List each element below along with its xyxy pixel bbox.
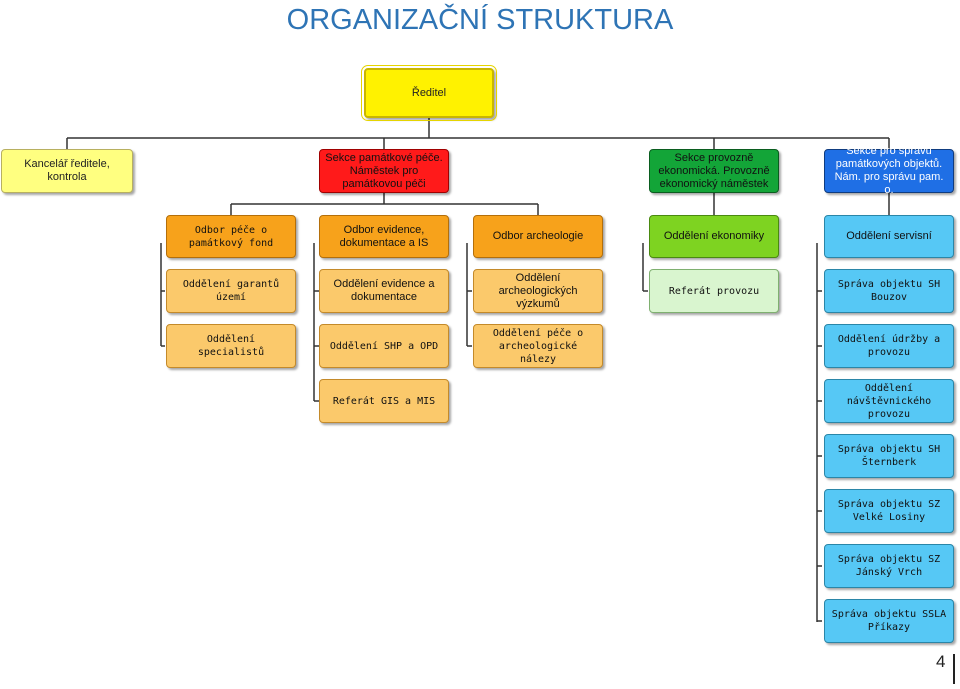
oddeleni-servisni-box: Oddělení servisní [824,215,954,258]
oddeleni-ekonomiky-box: Oddělení ekonomiky [649,215,779,258]
referat-gis-mis-box: Referát GIS a MIS [319,379,449,423]
oddeleni-garantu-label: Oddělení garantů území [182,279,280,303]
sprava-prikazy-box: Správa objektu SSLA Příkazy [824,599,954,643]
oddeleni-pece-nalezy-box: Oddělení péče o archeologické nálezy [473,324,603,368]
referat-provozu-box: Referát provozu [649,269,779,313]
referat-gis-mis-label: Referát GIS a MIS [332,395,436,407]
sekce-ekonomicka-box: Sekce provozně ekonomická. Provozně ekon… [649,149,779,193]
sprava-velke-losiny-box: Správa objektu SZ Velké Losiny [824,489,954,533]
director-label: Ředitel [411,86,447,99]
oddeleni-specialistu-label: Oddělení specialistů [197,334,265,358]
odbor-pece-label: Odbor péče o památkový fond [188,224,274,249]
oddeleni-arch-vyzkumu-label: Oddělení archeologických výzkumů [498,271,578,310]
director-box: Ředitel [361,65,497,121]
page-title: ORGANIZAČNÍ STRUKTURA [286,4,674,36]
odbor-archeologie-box: Odbor archeologie [473,215,603,258]
sprava-bouzov-box: Správa objektu SH Bouzov [824,269,954,313]
page-number-bar [953,654,955,684]
sekce-sprava-label: Sekce pro správu památkových objektů. Ná… [834,145,944,196]
oddeleni-evidence-dok-label: Oddělení evidence a dokumentace [333,278,435,303]
oddeleni-ekonomiky-label: Oddělení ekonomiky [663,230,765,242]
oddeleni-pece-nalezy-label: Oddělení péče o archeologické nálezy [492,327,584,365]
oddeleni-specialistu-box: Oddělení specialistů [166,324,296,368]
sprava-sternberk-label: Správa objektu SH Šternberk [837,444,941,468]
oddeleni-shp-opd-box: Oddělení SHP a OPD [319,324,449,368]
odbor-evidence-box: Odbor evidence, dokumentace a IS [319,215,449,258]
odbor-evidence-label: Odbor evidence, dokumentace a IS [339,223,429,249]
sekce-sprava-box: Sekce pro správu památkových objektů. Ná… [824,145,954,196]
referat-provozu-label: Referát provozu [668,285,760,297]
sprava-jansky-vrch-box: Správa objektu SZ Jánský Vrch [824,544,954,588]
sprava-jansky-vrch-label: Správa objektu SZ Jánský Vrch [837,554,941,578]
oddeleni-udrzby-label: Oddělení údržby a provozu [837,334,941,358]
oddeleni-servisni-label: Oddělení servisní [846,230,932,242]
oddeleni-navstevnickeho-label: Oddělení návštěvnického provozu [846,382,932,420]
kancelar-box: Kancelář ředitele, kontrola [1,149,133,193]
kancelar-label: Kancelář ředitele, kontrola [24,158,110,183]
oddeleni-evidence-dok-box: Oddělení evidence a dokumentace [319,269,449,313]
sprava-prikazy-label: Správa objektu SSLA Příkazy [831,609,947,633]
sekce-ekonomicka-label: Sekce provozně ekonomická. Provozně ekon… [658,151,770,190]
oddeleni-navstevnickeho-box: Oddělení návštěvnického provozu [824,379,954,423]
oddeleni-udrzby-box: Oddělení údržby a provozu [824,324,954,368]
oddeleni-arch-vyzkumu-box: Oddělení archeologických výzkumů [473,269,603,313]
sprava-velke-losiny-label: Správa objektu SZ Velké Losiny [837,499,941,523]
sekce-pamatkova-box: Sekce památkové péče. Náměstek pro památ… [319,149,449,193]
sekce-pamatkova-label: Sekce památkové péče. Náměstek pro památ… [325,151,443,190]
oddeleni-shp-opd-label: Oddělení SHP a OPD [329,340,439,352]
odbor-archeologie-label: Odbor archeologie [492,230,584,242]
sprava-bouzov-label: Správa objektu SH Bouzov [837,279,941,303]
oddeleni-garantu-box: Oddělení garantů území [166,269,296,313]
page-number: 4 [936,652,946,671]
odbor-pece-box: Odbor péče o památkový fond [166,215,296,258]
sprava-sternberk-box: Správa objektu SH Šternberk [824,434,954,478]
